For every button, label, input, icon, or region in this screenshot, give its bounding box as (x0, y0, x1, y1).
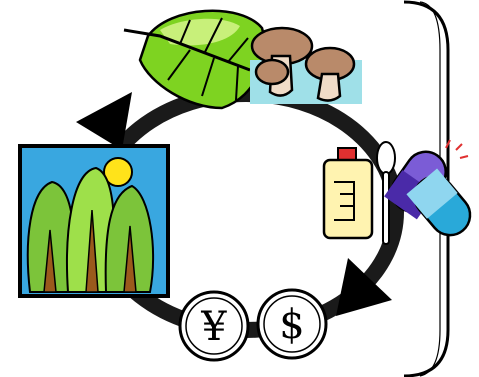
leaf-icon (123, 9, 266, 110)
yen-symbol: ¥ (200, 304, 227, 350)
dollar-symbol: $ (279, 302, 304, 348)
yen-coin: ¥ (178, 290, 250, 362)
mushroom-icon (250, 26, 362, 104)
cycle-arrow-upper-left (76, 92, 132, 150)
medicine-icon (322, 139, 472, 245)
cycle-arrow-lower-right (336, 258, 392, 316)
forest-icon (18, 144, 170, 298)
dollar-coin: $ (256, 288, 328, 360)
